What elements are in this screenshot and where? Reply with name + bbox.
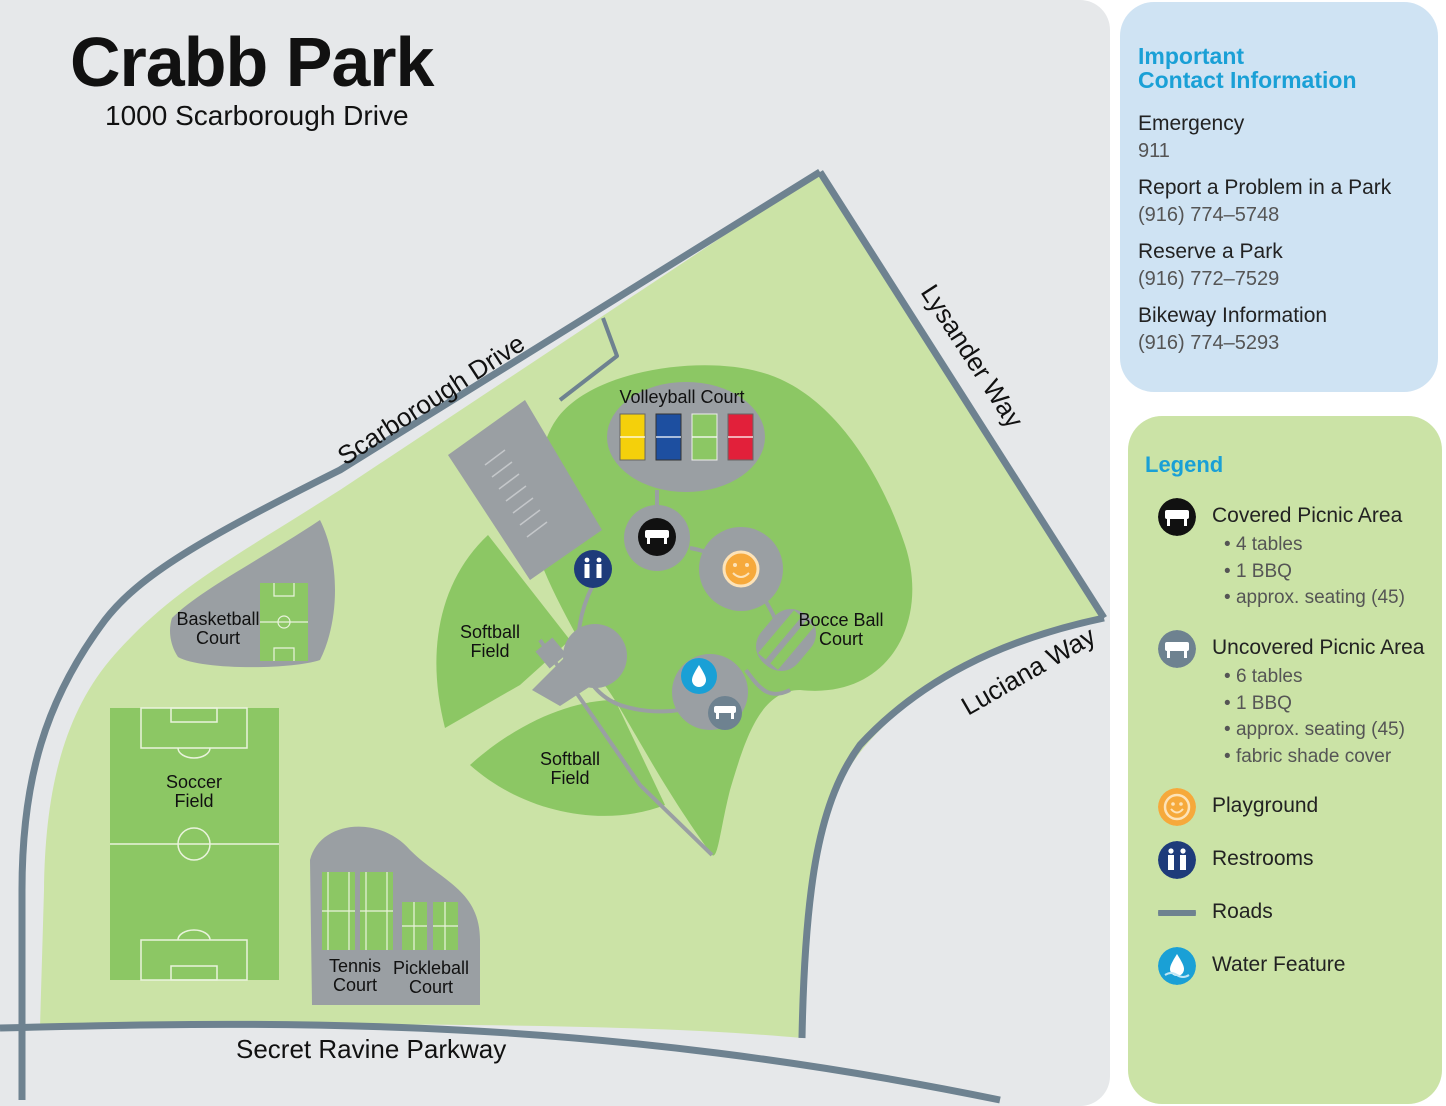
contact-info-panel: Important Contact Information Emergency … bbox=[1120, 2, 1438, 392]
contact-phone[interactable]: (916) 774–5293 bbox=[1138, 332, 1280, 354]
contact-phone[interactable]: 911 bbox=[1138, 140, 1170, 162]
label-softball-a1: Softball bbox=[460, 622, 520, 642]
label-bocce-1: Bocce Ball bbox=[798, 610, 883, 630]
contact-phone[interactable]: (916) 772–7529 bbox=[1138, 268, 1280, 290]
volleyball-courts bbox=[607, 382, 765, 492]
map-water-uncovered[interactable] bbox=[672, 654, 748, 730]
legend-detail: approx. seating (45) bbox=[1224, 717, 1405, 744]
map-playground[interactable] bbox=[699, 527, 783, 611]
legend-label: Restrooms bbox=[1212, 847, 1314, 870]
label-basketball-2: Court bbox=[196, 628, 240, 648]
contact-label: Bikeway Information bbox=[1138, 304, 1328, 327]
covered-picnic-icon bbox=[1158, 498, 1196, 536]
legend-detail: 6 tables bbox=[1224, 664, 1405, 691]
soccer-field bbox=[110, 707, 279, 981]
restrooms-icon bbox=[574, 550, 612, 588]
contact-label: Reserve a Park bbox=[1138, 240, 1283, 263]
road-secret-ravine bbox=[0, 1020, 1001, 1104]
contact-heading-line-2: Contact Information bbox=[1138, 67, 1357, 93]
label-bocce-2: Court bbox=[819, 629, 863, 649]
covered-picnic-icon bbox=[638, 518, 676, 556]
legend-panel: Legend Covered Picnic Area 4 tables 1 BB… bbox=[1128, 416, 1442, 1104]
legend-detail: 1 BBQ bbox=[1224, 691, 1405, 718]
map-restrooms[interactable] bbox=[574, 550, 612, 588]
contact-heading: Important Contact Information bbox=[1138, 44, 1357, 92]
label-road-secret-ravine: Secret Ravine Parkway bbox=[236, 1034, 506, 1064]
legend-title: Legend bbox=[1145, 452, 1224, 477]
label-softball-b2: Field bbox=[550, 768, 589, 788]
label-softball-b1: Softball bbox=[540, 749, 600, 769]
legend-detail: fabric shade cover bbox=[1224, 744, 1405, 771]
contact-item-emergency: Emergency 911 bbox=[1138, 112, 1244, 163]
map-covered-picnic[interactable] bbox=[624, 505, 690, 571]
softball-field-west bbox=[436, 535, 570, 728]
legend-label: Water Feature bbox=[1212, 953, 1346, 976]
playground-icon bbox=[722, 550, 760, 588]
legend-label: Uncovered Picnic Area bbox=[1212, 636, 1425, 659]
plaza bbox=[532, 624, 627, 706]
softball-field-south bbox=[470, 700, 665, 816]
contact-item-reserve: Reserve a Park (916) 772–7529 bbox=[1138, 240, 1283, 291]
label-softball-a2: Field bbox=[470, 641, 509, 661]
central-green bbox=[534, 365, 913, 856]
legend-details: 6 tables 1 BBQ approx. seating (45) fabr… bbox=[1224, 664, 1405, 770]
parking-lot bbox=[448, 400, 602, 580]
road-line-icon bbox=[1158, 910, 1196, 916]
contact-phone[interactable]: (916) 774–5748 bbox=[1138, 204, 1280, 226]
restrooms-icon bbox=[1158, 841, 1196, 879]
playground-icon bbox=[1158, 788, 1196, 826]
page-title: Crabb Park bbox=[70, 23, 434, 101]
road-lysander bbox=[817, 170, 1107, 620]
road-luciana bbox=[798, 614, 1105, 1039]
bocce-ball-court bbox=[756, 609, 816, 671]
tennis-pickleball-area bbox=[310, 826, 480, 1005]
legend-label: Playground bbox=[1212, 794, 1319, 817]
water-feature-icon bbox=[1158, 947, 1196, 985]
label-tennis-2: Court bbox=[333, 975, 377, 995]
water-feature-icon bbox=[681, 658, 717, 694]
label-soccer-1: Soccer bbox=[166, 772, 222, 792]
contact-heading-line-1: Important bbox=[1138, 43, 1245, 69]
label-pickleball-1: Pickleball bbox=[393, 958, 469, 978]
contact-item-report-problem: Report a Problem in a Park (916) 774–574… bbox=[1138, 176, 1391, 227]
legend-label: Roads bbox=[1212, 900, 1273, 923]
legend-label: Covered Picnic Area bbox=[1212, 504, 1403, 527]
legend-detail: approx. seating (45) bbox=[1224, 585, 1405, 612]
legend-detail: 1 BBQ bbox=[1224, 559, 1405, 586]
label-soccer-2: Field bbox=[174, 791, 213, 811]
contact-label: Report a Problem in a Park bbox=[1138, 176, 1392, 199]
label-tennis-1: Tennis bbox=[329, 956, 381, 976]
uncovered-picnic-icon bbox=[708, 696, 742, 730]
basketball-court bbox=[170, 520, 335, 668]
park-address: 1000 Scarborough Drive bbox=[105, 100, 409, 131]
roads bbox=[0, 169, 1107, 1104]
uncovered-picnic-icon bbox=[1158, 630, 1196, 668]
contact-item-bikeway: Bikeway Information (916) 774–5293 bbox=[1138, 304, 1327, 355]
label-pickleball-2: Court bbox=[409, 977, 453, 997]
road-scarborough bbox=[18, 169, 822, 1100]
legend-details: 4 tables 1 BBQ approx. seating (45) bbox=[1224, 532, 1405, 612]
contact-label: Emergency bbox=[1138, 112, 1245, 135]
legend-detail: 4 tables bbox=[1224, 532, 1405, 559]
label-volleyball: Volleyball Court bbox=[619, 387, 744, 407]
label-basketball-1: Basketball bbox=[176, 609, 259, 629]
park-entrance-drive bbox=[558, 317, 619, 402]
